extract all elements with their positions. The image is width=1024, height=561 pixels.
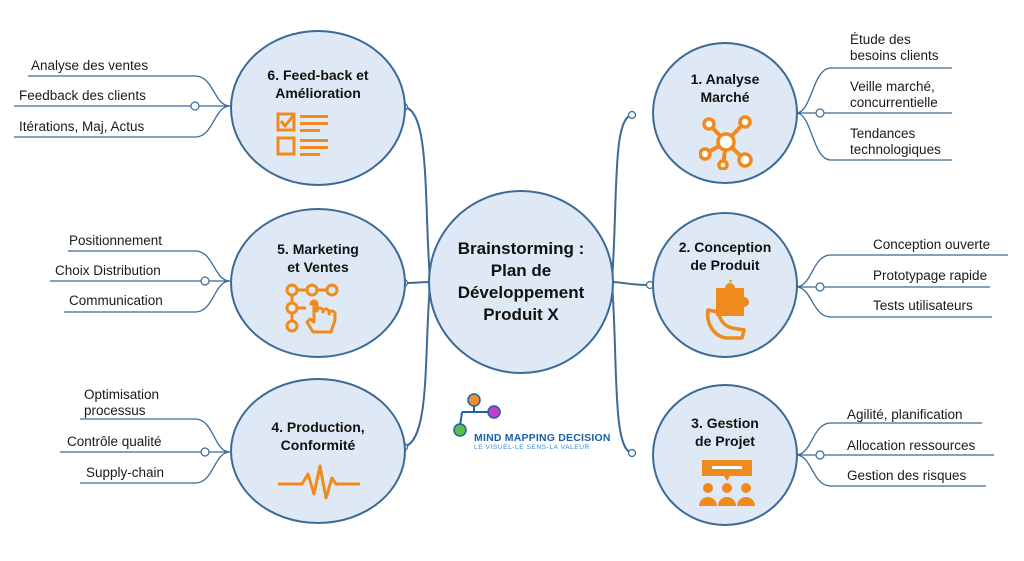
touch-flow-icon [285, 283, 339, 334]
junction-dot [627, 110, 637, 120]
connector-branch-3-leaves [795, 422, 994, 487]
connector-center-branch-4 [403, 283, 431, 448]
junction-dot [815, 282, 825, 292]
checklist-icon [276, 112, 328, 156]
central-topic-title: Brainstorming : Plan de Développement Pr… [457, 239, 585, 324]
team-presentation-icon [699, 460, 755, 506]
junction-dot [200, 276, 210, 286]
leaf-agilite-planification[interactable]: Agilité, planification [847, 407, 963, 422]
branch-node-production-conformite[interactable]: 4. Production,Conformité [230, 378, 406, 524]
leaf-supply-chain[interactable]: Supply-chain [86, 465, 165, 480]
junction-dot [200, 447, 210, 457]
connector-branch-2-leaves [795, 254, 1008, 318]
leaf-positionnement[interactable]: Positionnement [69, 233, 163, 248]
leaf-analyse-ventes[interactable]: Analyse des ventes [31, 58, 149, 73]
leaf-gestion-risques[interactable]: Gestion des risques [847, 468, 967, 483]
mind-mapping-decision-logo: MIND MAPPING DECISION LE VISUEL-LE SENS-… [450, 392, 610, 462]
connector-center-branch-1 [611, 114, 633, 281]
hand-puzzle-icon [705, 280, 749, 340]
junction-dot [815, 450, 825, 460]
leaf-tests-utilisateurs[interactable]: Tests utilisateurs [873, 298, 973, 313]
leaf-feedback-clients[interactable]: Feedback des clients [19, 88, 146, 103]
leaf-communication[interactable]: Communication [69, 293, 163, 308]
connector-center-branch-3 [611, 283, 633, 454]
leaf-allocation-ressources[interactable]: Allocation ressources [847, 438, 976, 453]
connector-center-branch-2 [611, 281, 651, 286]
junction-dot [627, 448, 637, 458]
pulse-wave-icon [278, 464, 360, 500]
leaf-veille-marche[interactable]: Veille marché,concurrentielle [850, 79, 938, 110]
leaf-conception-ouverte[interactable]: Conception ouverte [873, 237, 991, 252]
logo-mark-icon [453, 393, 501, 437]
leaf-choix-distribution[interactable]: Choix Distribution [55, 263, 161, 278]
leaf-controle-qualite[interactable]: Contrôle qualité [67, 434, 162, 449]
leaf-prototypage-rapide[interactable]: Prototypage rapide [873, 268, 988, 283]
network-nodes-icon [699, 115, 753, 170]
central-topic-node[interactable]: Brainstorming : Plan de Développement Pr… [428, 190, 614, 374]
junction-dot [190, 101, 200, 111]
connector-center-branch-6 [403, 106, 431, 281]
logo-tagline: LE VISUEL-LE SENS-LA VALEUR [474, 444, 590, 451]
branch-title: 4. Production,Conformité [271, 419, 365, 453]
logo-name: MIND MAPPING DECISION [474, 432, 611, 444]
connector-branch-5-leaves [50, 250, 231, 313]
junction-dot [815, 108, 825, 118]
leaf-iterations[interactable]: Itérations, Maj, Actus [19, 119, 145, 134]
